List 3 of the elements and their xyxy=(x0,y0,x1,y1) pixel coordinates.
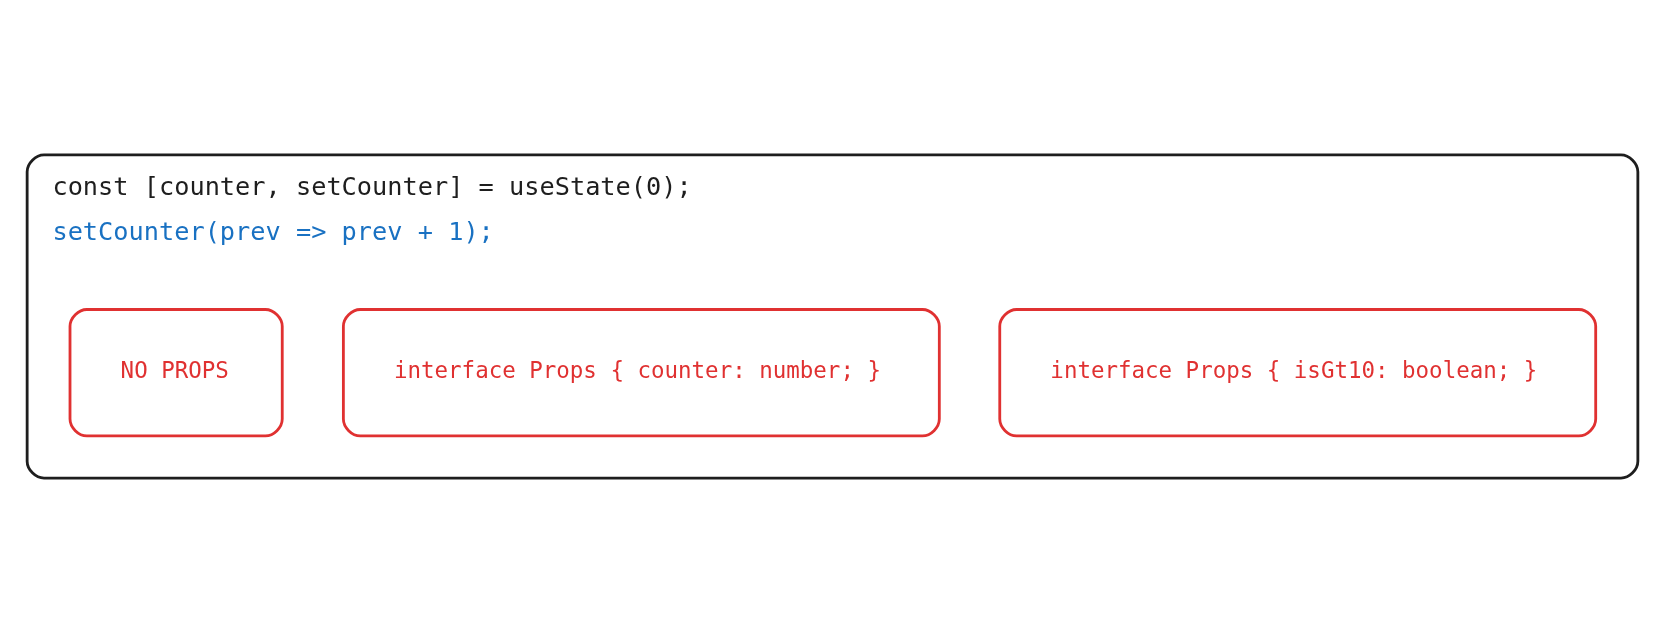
node-box: interface Props { isGt10: boolean; } xyxy=(998,308,1598,438)
node-box: interface Props { counter: number; } xyxy=(341,308,941,438)
node-box: NO PROPS xyxy=(68,308,284,438)
